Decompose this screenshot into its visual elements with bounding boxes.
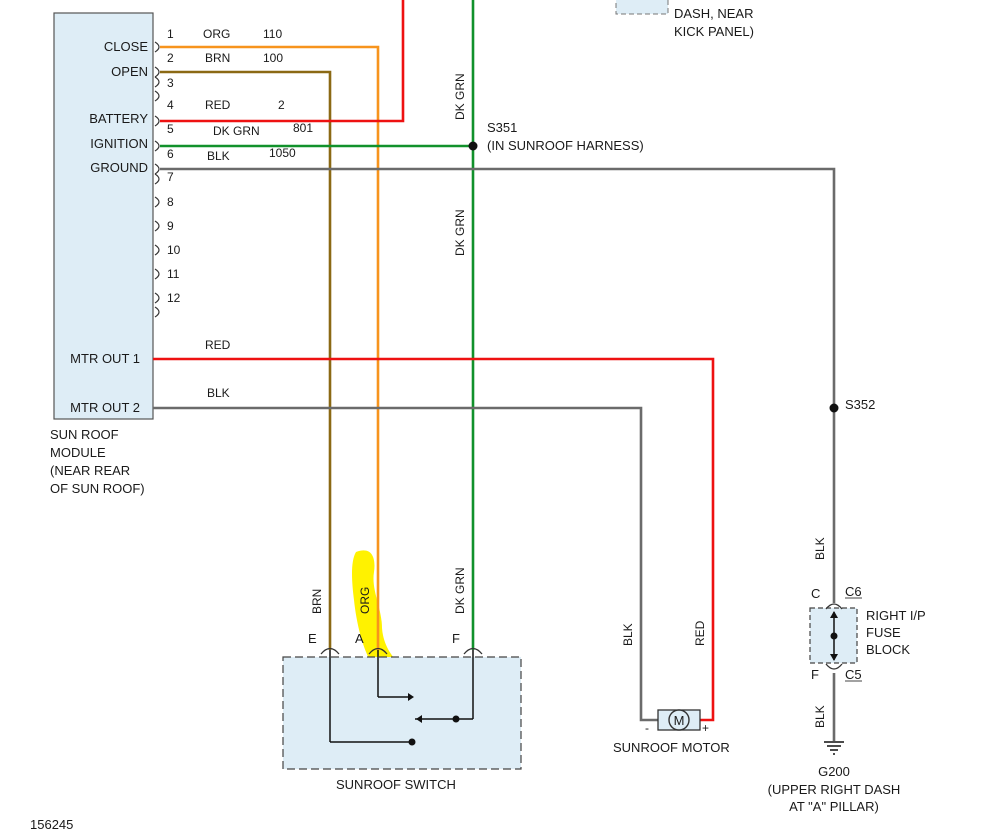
wire-label-dkgrn-upper: DK GRN: [453, 73, 467, 120]
splice-s351: [468, 141, 478, 151]
pin-10: 10: [167, 243, 181, 257]
splice-s351-location: (IN SUNROOF HARNESS): [487, 138, 644, 153]
wire-blk-1050: [160, 167, 836, 603]
ground-location-1: (UPPER RIGHT DASH: [768, 782, 901, 797]
pin-6: 6: [167, 147, 174, 161]
pin-8: 8: [167, 195, 174, 209]
motor-plus: +: [702, 721, 709, 735]
pin-7: 7: [167, 170, 174, 184]
wire-circuit-pin5: 801: [293, 121, 313, 135]
motor-name: SUNROOF MOTOR: [613, 740, 730, 755]
wire-red-2: [160, 0, 405, 123]
pin-4: 4: [167, 98, 174, 112]
upper-connector-box: [615, 0, 669, 15]
wire-color-pin6: BLK: [207, 149, 230, 163]
ground-name: G200: [818, 764, 850, 779]
label-close: CLOSE: [104, 39, 148, 54]
label-mtr-out-1: MTR OUT 1: [70, 351, 140, 366]
ground-icon: [824, 741, 844, 755]
splice-s352: [829, 403, 839, 413]
wire-circuit-pin1: 110: [263, 27, 282, 41]
wire-label-dkgrn-middle: DK GRN: [453, 209, 467, 256]
switch-name: SUNROOF SWITCH: [336, 777, 456, 792]
switch-pin-f: F: [452, 631, 460, 646]
wire-circuit-pin4: 2: [278, 98, 285, 112]
wire-label-red-motor: RED: [693, 620, 707, 646]
label-battery: BATTERY: [89, 111, 148, 126]
wire-label-blk-motor: BLK: [621, 623, 635, 646]
wire-color-mtr2: BLK: [207, 386, 230, 400]
module-pin-connectors: [154, 41, 160, 318]
label-mtr-out-2: MTR OUT 2: [70, 400, 140, 415]
splice-s352-name: S352: [845, 397, 875, 412]
pin-5: 5: [167, 122, 174, 136]
wire-label-dkgrn-switch: DK GRN: [453, 567, 467, 614]
switch-pin-a: A: [355, 631, 364, 646]
pin-12: 12: [167, 291, 181, 305]
module-name-line-3: (NEAR REAR: [50, 463, 130, 478]
switch-internals: [329, 650, 474, 743]
wire-label-blk-ground-upper: BLK: [813, 537, 827, 560]
label-ground: GROUND: [90, 160, 148, 175]
pin-11: 11: [167, 267, 180, 281]
wire-red-mtr1: [153, 357, 715, 722]
wire-brn-100: [160, 70, 332, 650]
wire-circuit-pin6: 1050: [269, 146, 296, 160]
figure-id: 156245: [30, 817, 73, 832]
label-open: OPEN: [111, 64, 148, 79]
motor-symbol: M: [674, 713, 685, 728]
fuse-conn-c6: C6: [845, 584, 862, 599]
label-ignition: IGNITION: [90, 136, 148, 151]
wire-blk-mtr2: [153, 406, 658, 722]
module-name-line-2: MODULE: [50, 445, 106, 460]
module-name-line-4: OF SUN ROOF): [50, 481, 145, 496]
wire-color-pin2: BRN: [205, 51, 230, 65]
motor-minus: -: [645, 721, 649, 735]
sunroof-switch-box: [282, 656, 522, 770]
wire-label-brn-switch: BRN: [310, 589, 324, 614]
sunroof-module-box: [53, 12, 154, 420]
motor-icon: [668, 709, 690, 731]
splice-s351-name: S351: [487, 120, 517, 135]
pin-9: 9: [167, 219, 174, 233]
wire-label-org-switch: ORG: [358, 587, 372, 614]
wire-color-pin5: DK GRN: [213, 124, 260, 138]
wire-color-pin4: RED: [205, 98, 231, 112]
top-location-line-1: DASH, NEAR: [674, 6, 753, 21]
fuse-block-name-1: RIGHT I/P: [866, 608, 926, 623]
fuse-block-name-2: FUSE: [866, 625, 901, 640]
fuse-pin-f: F: [811, 667, 819, 682]
top-location-line-2: KICK PANEL): [674, 24, 754, 39]
wire-color-pin1: ORG: [203, 27, 230, 41]
wire-color-mtr1: RED: [205, 338, 231, 352]
fuse-block-name-3: BLOCK: [866, 642, 910, 657]
switch-pin-e: E: [308, 631, 317, 646]
pin-1: 1: [167, 27, 174, 41]
pin-2: 2: [167, 51, 174, 65]
pin-3: 3: [167, 76, 174, 90]
wire-label-blk-ground-lower: BLK: [813, 705, 827, 728]
module-name-line-1: SUN ROOF: [50, 427, 119, 442]
wire-org-110: [160, 45, 380, 650]
ground-location-2: AT "A" PILLAR): [789, 799, 879, 814]
fuse-conn-c5: C5: [845, 667, 862, 682]
wire-circuit-pin2: 100: [263, 51, 283, 65]
fuse-pin-c: C: [811, 586, 820, 601]
